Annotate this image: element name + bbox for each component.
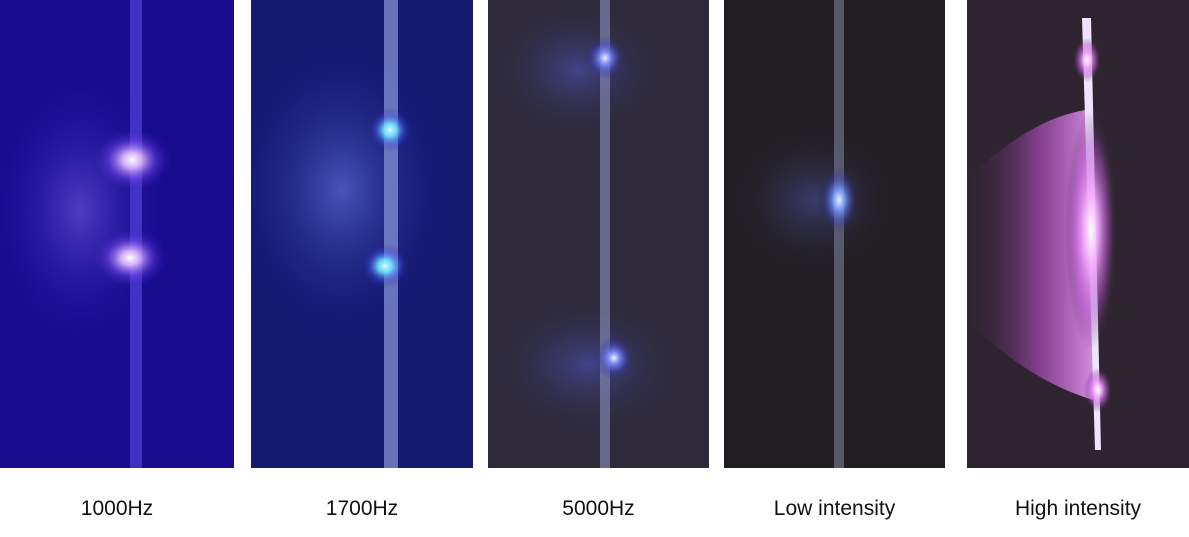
photo-low-intensity — [724, 0, 945, 468]
caption-high-intensity: High intensity — [1014, 497, 1142, 520]
photo-5000hz — [488, 0, 709, 468]
caption-low-intensity: Low intensity — [773, 497, 896, 520]
photo-1000hz — [0, 0, 234, 468]
caption-5000hz: 5000Hz — [562, 497, 635, 520]
photo-high-intensity — [967, 0, 1189, 468]
photo-1700hz — [251, 0, 473, 468]
caption-1000hz: 1000Hz — [80, 497, 154, 520]
caption-1700hz: 1700Hz — [325, 497, 399, 520]
